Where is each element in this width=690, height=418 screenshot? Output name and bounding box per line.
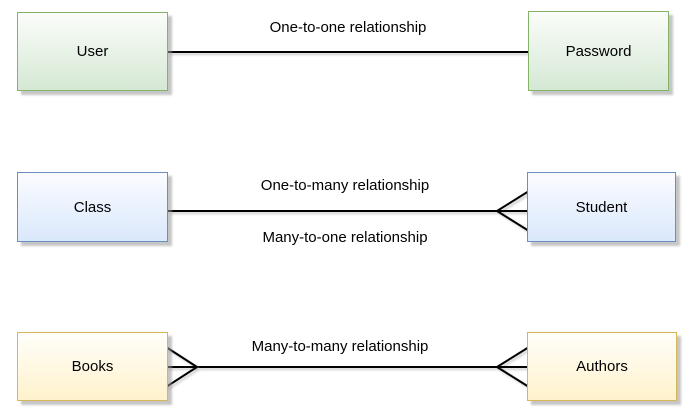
entity-books: Books: [17, 332, 168, 401]
entity-label: Password: [565, 42, 632, 60]
entity-label: Authors: [576, 358, 628, 375]
crowfoot-many-icon: [496, 190, 530, 232]
entity-authors: Authors: [527, 332, 677, 401]
relationship-label-one-to-one: One-to-one relationship: [269, 19, 427, 36]
relationship-label-many-to-one: Many-to-one relationship: [262, 229, 428, 246]
entity-label: Books: [71, 358, 114, 375]
crowfoot-many-icon: [165, 346, 198, 388]
crowfoot-many-icon: [496, 346, 530, 388]
entity-label: Class: [73, 198, 112, 216]
entity-student: Student: [527, 172, 676, 242]
relationship-label-many-to-many: Many-to-many relationship: [251, 338, 429, 355]
entity-class: Class: [17, 172, 168, 242]
entity-user: User: [17, 12, 168, 91]
entity-label: Student: [575, 198, 628, 216]
relationship-label-one-to-many: One-to-many relationship: [260, 177, 430, 194]
entity-label: User: [76, 43, 109, 60]
entity-password: Password: [528, 11, 669, 91]
